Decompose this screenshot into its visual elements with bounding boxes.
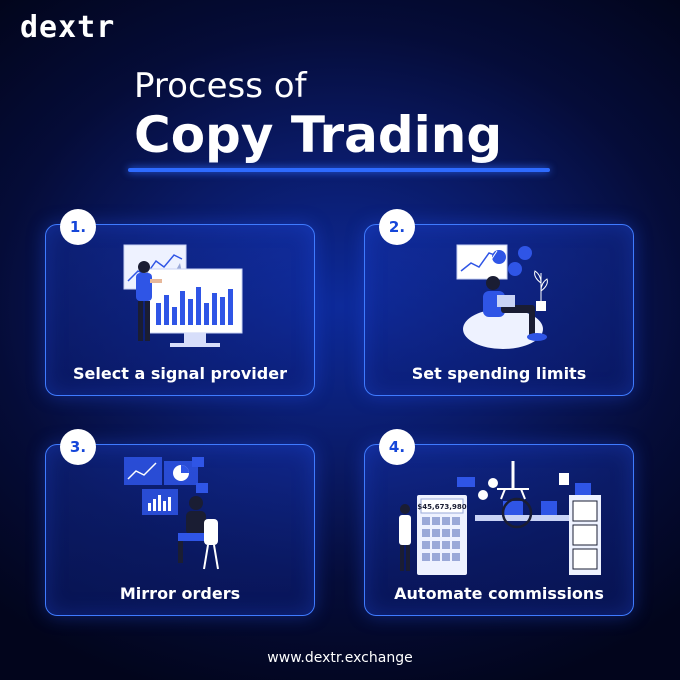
step-card-1: 1. Select a signal provider — [45, 209, 315, 396]
page-title-line-2: Copy Trading — [134, 106, 503, 164]
brand-logo: dextr — [20, 10, 116, 45]
step-number-badge-3: 3. — [60, 429, 96, 465]
automate-commissions-illustration: $45,673,980 — [399, 461, 601, 575]
step-number-badge-4: 4. — [379, 429, 415, 465]
website-url: www.dextr.exchange — [267, 650, 413, 666]
spending-limits-illustration — [456, 244, 548, 349]
title-underline — [128, 168, 550, 172]
calculator-display-text: $45,673,980 — [417, 503, 466, 511]
step-label-4: Automate commissions — [394, 584, 604, 603]
step-label-2: Set spending limits — [411, 364, 587, 383]
step-label-3: Mirror orders — [119, 584, 241, 603]
mirror-orders-illustration — [124, 457, 219, 570]
signal-provider-illustration — [123, 244, 243, 347]
step-card-2: 2. Set spending limits — [364, 209, 634, 396]
page-title-line-1: Process of — [134, 66, 307, 106]
step-number-badge-1: 1. — [60, 209, 96, 245]
step-card-3: 3. Mirror orders — [45, 429, 315, 616]
step-card-4: 4. $45,673,980 — [364, 429, 634, 616]
step-number-badge-2: 2. — [379, 209, 415, 245]
step-label-1: Select a signal provider — [73, 364, 287, 383]
